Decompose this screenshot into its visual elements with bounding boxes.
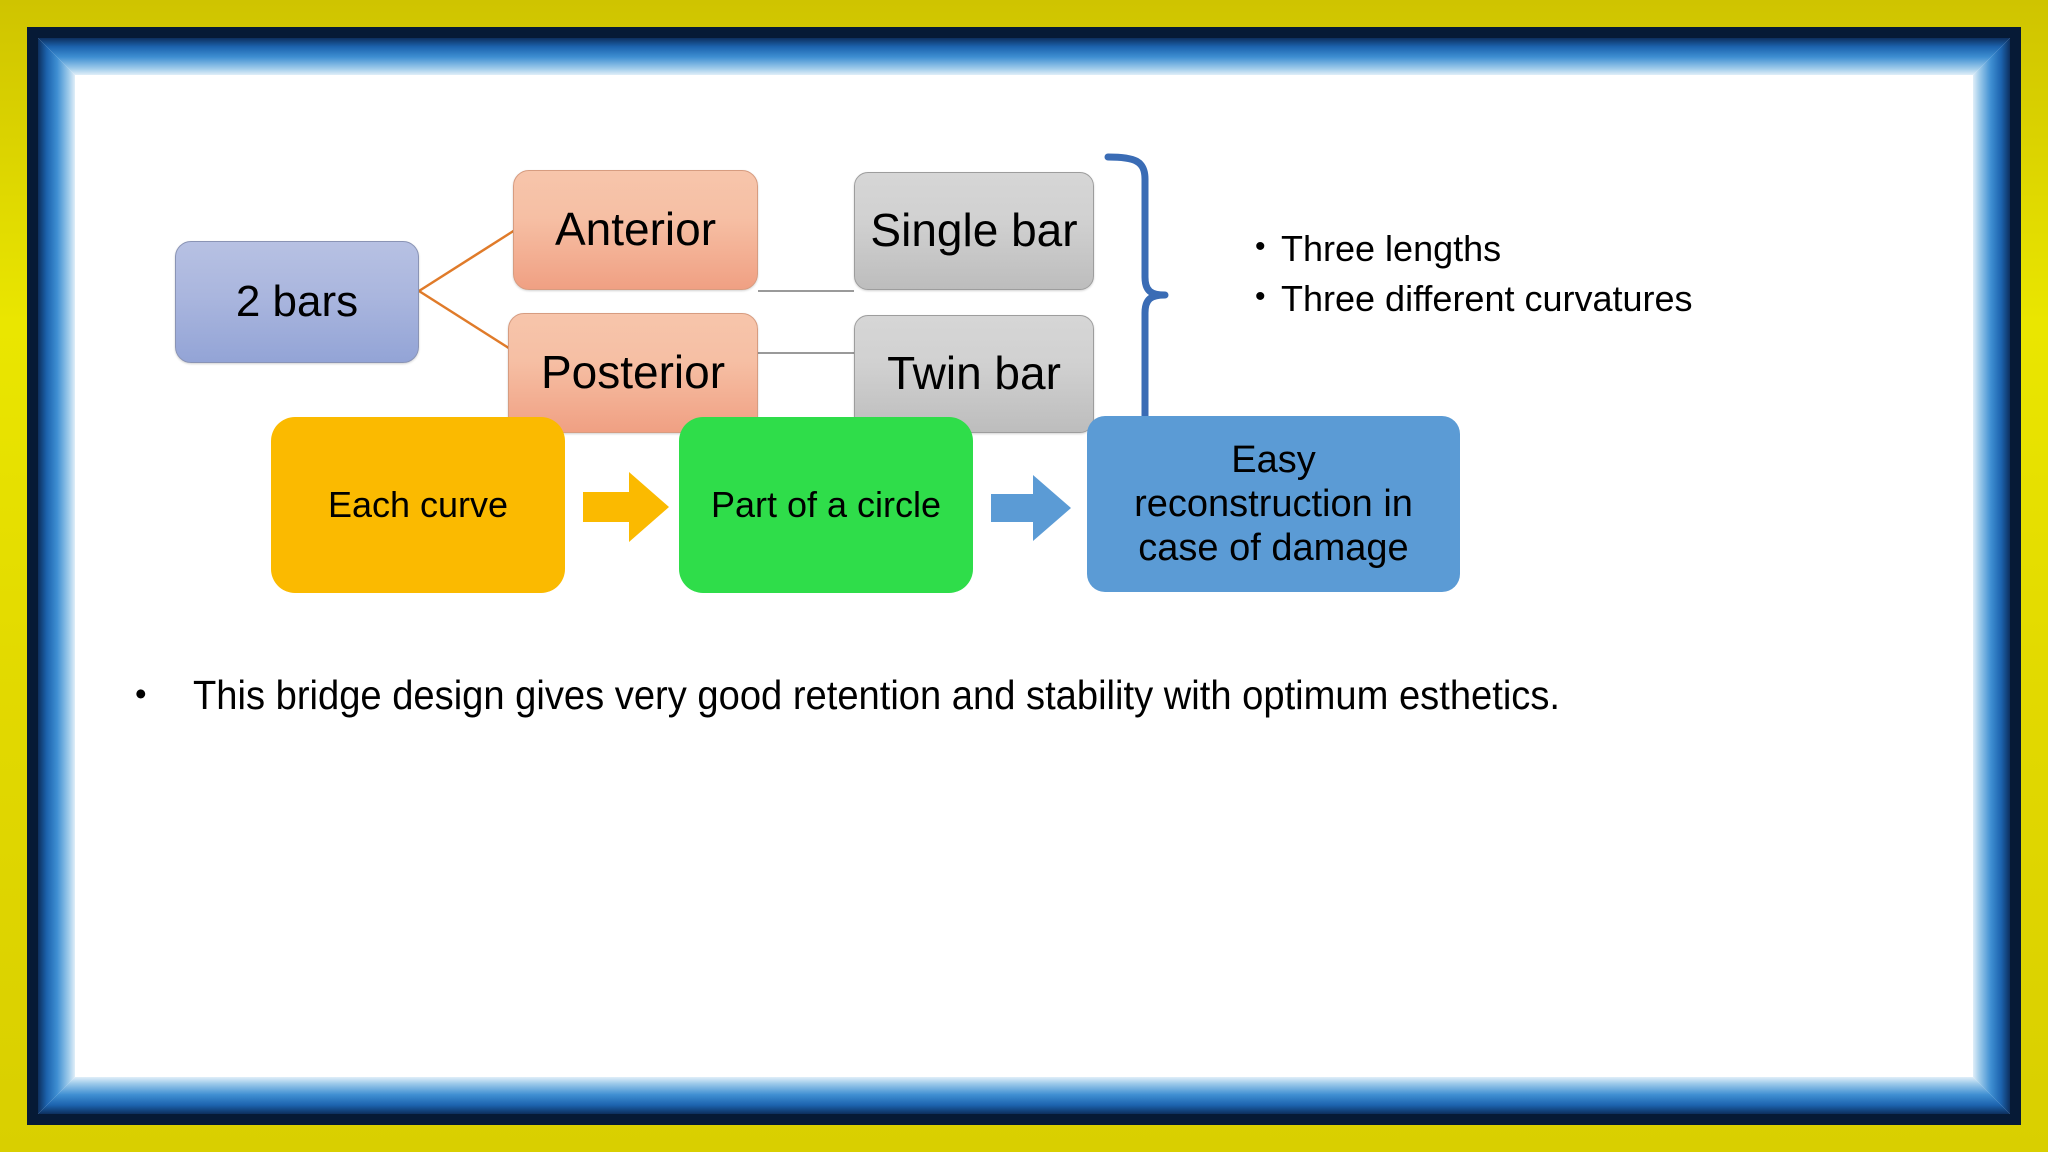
node-single-bar-label: Single bar [870, 204, 1078, 257]
bevel-right [1970, 38, 2010, 1114]
flow-step-part-of-circle-label: Part of a circle [710, 484, 942, 526]
node-twin-bar-label: Twin bar [887, 347, 1061, 400]
footer-bullet-label: This bridge design gives very good reten… [193, 672, 1561, 718]
flow-step-line-1: Easy [1231, 438, 1316, 481]
slide-canvas: 2 bars Anterior Posterior Single bar Twi… [75, 75, 1973, 1077]
grouping-brace [1104, 153, 1169, 443]
note-item-three-lengths: • Three lengths [1255, 228, 1501, 270]
node-posterior-label: Posterior [540, 346, 726, 399]
connector-root-to-posterior [418, 289, 516, 354]
bullet-icon: • [1255, 280, 1266, 313]
arrow-right-icon-1 [583, 472, 669, 542]
bevel-left [38, 38, 78, 1114]
node-2-bars[interactable]: 2 bars [175, 241, 419, 363]
bullet-icon: • [1255, 230, 1266, 263]
footer-bullet-item: • This bridge design gives very good ret… [135, 672, 1663, 719]
bevel-top [38, 38, 2010, 78]
bevel-bottom [38, 1074, 2010, 1114]
connector-anterior-to-single-bar [758, 290, 854, 292]
flow-step-easy-reconstruction[interactable]: Easy reconstruction in case of damage [1087, 416, 1460, 592]
flow-step-line-3: case of damage [1138, 527, 1409, 570]
arrow-right-icon-2 [991, 475, 1071, 541]
node-anterior[interactable]: Anterior [513, 170, 758, 290]
connector-posterior-to-twin-bar [758, 352, 854, 354]
node-anterior-label: Anterior [554, 203, 717, 256]
node-twin-bar[interactable]: Twin bar [854, 315, 1094, 433]
flow-step-each-curve-label: Each curve [327, 484, 509, 526]
node-single-bar[interactable]: Single bar [854, 172, 1094, 290]
flow-step-line-2: reconstruction in [1134, 482, 1413, 525]
flow-step-part-of-circle[interactable]: Part of a circle [679, 417, 973, 593]
note-label: Three lengths [1281, 228, 1502, 269]
flow-step-each-curve[interactable]: Each curve [271, 417, 565, 593]
node-2-bars-label: 2 bars [235, 277, 359, 327]
connector-root-to-anterior [418, 228, 516, 293]
note-item-three-curvatures: • Three different curvatures [1255, 278, 1693, 320]
note-label: Three different curvatures [1281, 278, 1693, 319]
bullet-icon: • [135, 675, 147, 712]
node-posterior[interactable]: Posterior [508, 313, 758, 433]
